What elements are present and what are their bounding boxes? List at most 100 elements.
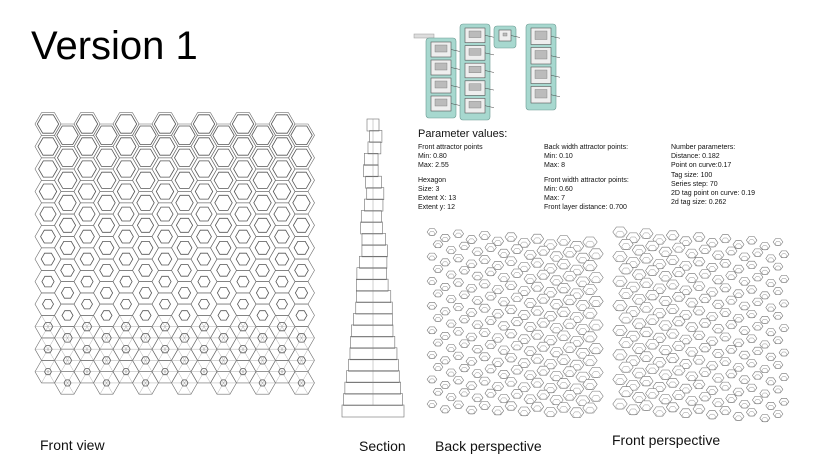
hex-depth (467, 360, 476, 366)
hex-module (426, 277, 438, 285)
hex-module (497, 297, 511, 307)
hex-depth (615, 230, 625, 238)
hex-module (752, 297, 764, 306)
hex-module (517, 406, 531, 416)
hex-depth (559, 287, 568, 294)
hex-module (588, 296, 604, 307)
hex-depth (714, 352, 722, 358)
hex-inner (79, 252, 95, 266)
hex-depth (634, 273, 644, 281)
hex-depth (494, 312, 502, 319)
section-layer (356, 278, 389, 292)
hex-depth (642, 306, 651, 313)
hex-cell (190, 270, 218, 294)
hex-depth (708, 413, 716, 420)
hex-depth (434, 268, 442, 273)
hex-module (556, 378, 571, 389)
hex-module (582, 331, 598, 343)
hex-depth (467, 311, 476, 317)
hex-module (618, 263, 634, 275)
hex-depth (628, 408, 638, 416)
hex-depth (761, 294, 769, 300)
hex-module (685, 347, 699, 357)
hex-depth (487, 392, 495, 398)
hex-depth (687, 301, 696, 308)
hex-module (478, 352, 491, 361)
hex-cell (132, 123, 159, 147)
node-wire (550, 55, 561, 58)
hex-depth (539, 345, 548, 352)
hex-module (588, 319, 604, 331)
hex-inner (100, 310, 113, 321)
hex-module (665, 279, 680, 290)
hex-depth (734, 243, 743, 249)
node-icon (468, 66, 482, 74)
hex-module (491, 285, 505, 294)
hex-depth (454, 379, 462, 385)
hex-module (497, 370, 511, 379)
hex-module (517, 382, 531, 392)
hex-depth (559, 239, 568, 246)
hex-module (645, 388, 660, 399)
hex-depth (734, 366, 743, 372)
hex-module (746, 408, 758, 417)
hex-module (705, 361, 719, 371)
hex-depth (661, 250, 670, 257)
hex-depth (454, 257, 462, 263)
hex-module (765, 254, 777, 263)
hex-inner (118, 252, 134, 266)
hex-depth (621, 243, 631, 250)
hex-inner (156, 206, 174, 222)
hex-inner (59, 240, 76, 255)
hex-cell (34, 270, 62, 294)
hex-depth (473, 250, 482, 256)
hex-depth (761, 417, 769, 423)
hex-depth (748, 264, 756, 269)
hex-module (445, 368, 457, 377)
hex-inner (41, 275, 55, 288)
hex-module (658, 345, 673, 355)
hex-depth (621, 292, 631, 299)
hex-depth (740, 280, 749, 286)
hex-module (692, 281, 706, 291)
hex-cell (288, 303, 315, 327)
hex-diagonal (275, 360, 289, 384)
hex-diagonal (80, 315, 94, 339)
hex-cell (190, 112, 218, 136)
hex-diagonal (60, 371, 75, 395)
hex-inner (174, 148, 195, 167)
hex-module (752, 248, 764, 257)
front-attractor-group: Front attractor points Min: 0.80 Max: 2.… (418, 143, 483, 212)
hex-depth (565, 298, 574, 306)
hex-inner (117, 206, 135, 222)
hex-module (692, 379, 706, 389)
hex-module (625, 404, 641, 415)
hex-depth (740, 354, 749, 360)
hex-module (569, 407, 585, 418)
node-wire (550, 75, 561, 78)
hex-depth (621, 267, 631, 275)
hex-diagonal (80, 360, 94, 384)
hex-module (562, 390, 577, 401)
hex-diagonal (236, 337, 250, 361)
hex-module (612, 226, 628, 238)
hex-module (645, 265, 660, 276)
hex-depth (734, 268, 743, 274)
hex-module (711, 324, 725, 334)
hex-cell (54, 258, 81, 282)
hex-diagonal (236, 360, 250, 384)
back-width-max: Max: 8 (544, 162, 566, 170)
hex-module (719, 259, 732, 268)
front-attractor-label: Front attractor points (418, 144, 483, 151)
hex-module (612, 398, 628, 410)
hex-diagonal (119, 360, 133, 384)
hex-depth (481, 380, 489, 386)
hex-module (543, 287, 558, 298)
hex-depth (487, 246, 495, 252)
hex-module (458, 241, 470, 250)
hex-module (504, 232, 518, 242)
tag-size-value: Tag size: 100 (671, 171, 713, 179)
hex-module (759, 291, 771, 300)
hex-inner (253, 194, 272, 211)
hex-depth (428, 255, 436, 261)
